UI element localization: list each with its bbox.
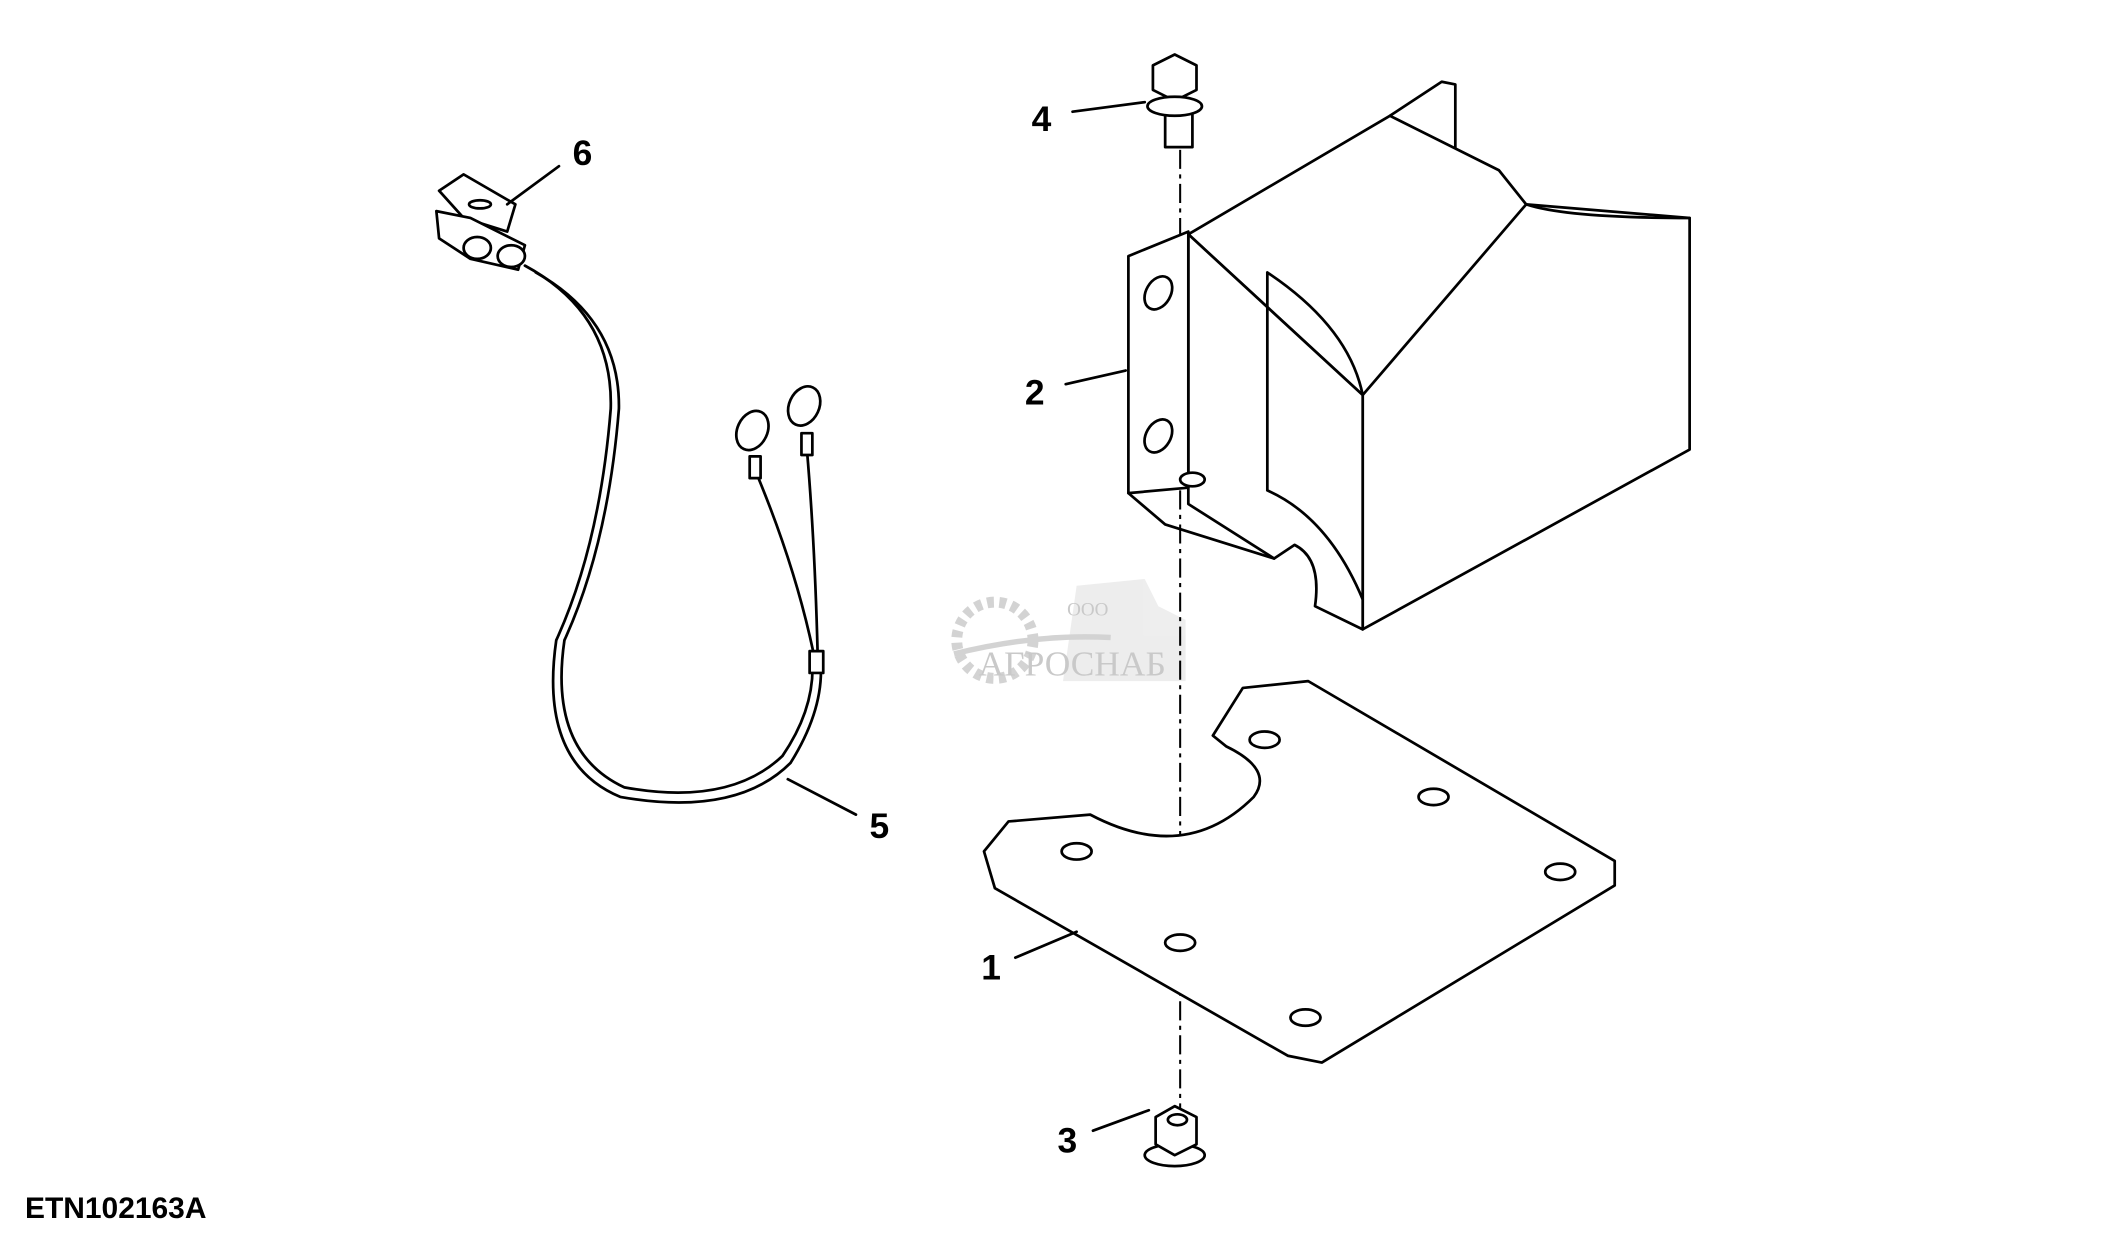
leader-lines — [505, 100, 1151, 1133]
watermark-name: АГРОСНАБ — [979, 644, 1166, 684]
part-2-housing[interactable] — [1127, 80, 1691, 631]
callout-3: 3 — [1058, 1120, 1078, 1160]
part-3-nut[interactable] — [1143, 1104, 1207, 1168]
watermark-prefix: ООО — [1067, 600, 1108, 621]
figure-id: ETN102163A — [25, 1192, 207, 1225]
watermark-logo: ООО АГРОСНАБ — [951, 578, 1186, 684]
part-1-mounting-plate[interactable] — [982, 679, 1617, 1064]
callout-1: 1 — [981, 947, 1001, 987]
part-4-bolt[interactable] — [1146, 53, 1204, 149]
callout-4: 4 — [1032, 99, 1052, 139]
part-6-connector[interactable] — [435, 173, 527, 272]
part-5-wire-harness[interactable] — [523, 264, 826, 804]
callout-2: 2 — [1025, 373, 1045, 413]
callout-6: 6 — [573, 133, 593, 173]
callout-5: 5 — [870, 806, 890, 846]
